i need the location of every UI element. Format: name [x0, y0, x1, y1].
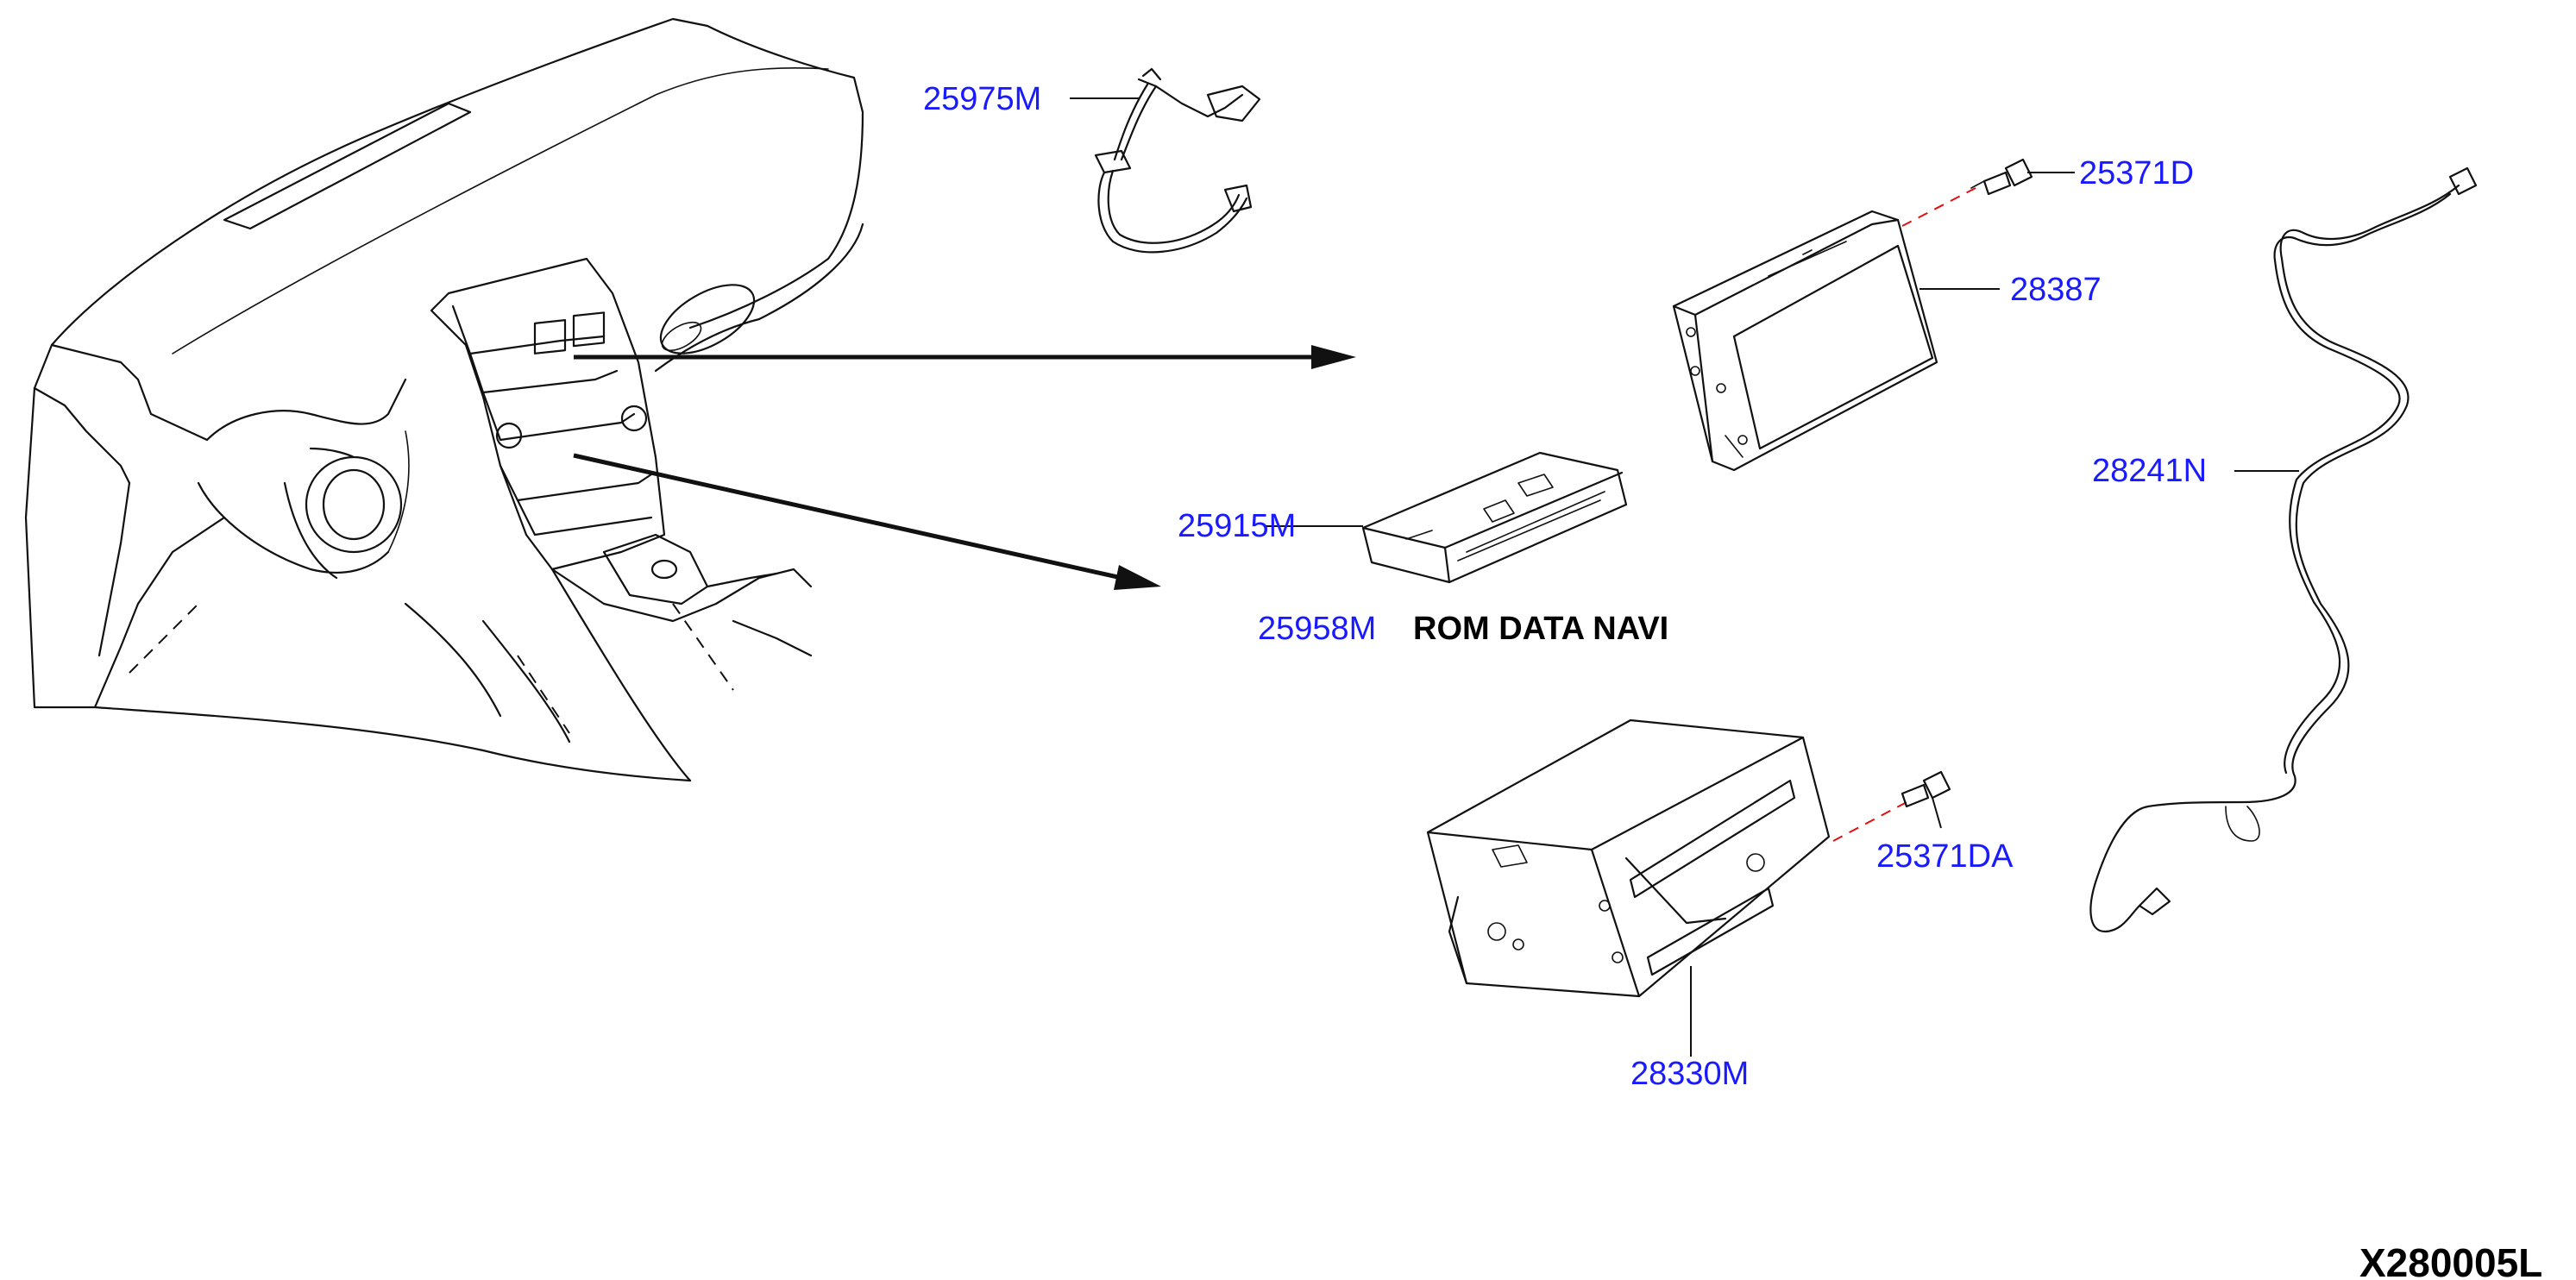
label-28330m[interactable]: 28330M	[1630, 1056, 1749, 1092]
label-25371da[interactable]: 25371DA	[1876, 838, 2014, 875]
label-25915m[interactable]: 25915M	[1178, 508, 1296, 544]
label-28387[interactable]: 28387	[2010, 272, 2102, 308]
diagram-code: X280005L	[2359, 1240, 2542, 1280]
bolt-25371da-illustration	[1901, 770, 1951, 808]
label-25371d[interactable]: 25371D	[2079, 155, 2194, 191]
bolt-25371d-illustration	[1970, 158, 2033, 196]
harness-25975m-illustration	[1094, 67, 1261, 254]
label-28241n[interactable]: 28241N	[2092, 453, 2207, 489]
cable-28241n-illustration	[2089, 166, 2478, 933]
instrument-panel-illustration	[24, 17, 864, 782]
label-25958m[interactable]: 25958M	[1258, 611, 1376, 647]
label-25975m[interactable]: 25975M	[923, 81, 1041, 117]
module-25915m-illustration	[1361, 451, 1628, 584]
rom-data-navi-note: ROM DATA NAVI	[1413, 611, 1668, 647]
unit-28330m-illustration	[1426, 718, 1831, 998]
location-arrows	[573, 345, 1356, 590]
display-28387-illustration	[1672, 210, 1938, 472]
part-labels: 25975M 25371D 28387 28241N 25915M 25958M…	[923, 81, 2542, 1280]
